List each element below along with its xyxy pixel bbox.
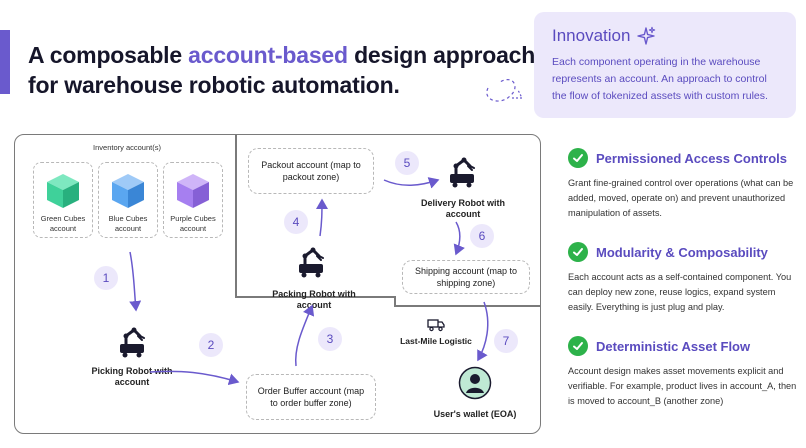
cube-card-blue: Blue Cubes account: [98, 162, 158, 238]
shipping-label: Shipping account (map to shipping zone): [414, 266, 518, 288]
check-icon: [568, 148, 588, 168]
cube-card-purple: Purple Cubes account: [163, 162, 223, 238]
innovation-card: Innovation Each component operating in t…: [534, 12, 796, 118]
check-icon: [568, 336, 588, 356]
innovation-body: Each component operating in the warehous…: [552, 56, 768, 102]
inventory-label: Inventory account(s): [93, 143, 161, 152]
wallet-label: User's wallet (EOA): [433, 409, 517, 419]
order-buffer-zone: Order Buffer account (map to order buffe…: [246, 374, 376, 420]
sparkle-icon: [637, 26, 656, 45]
diagram-divider-horizontal-right: [394, 305, 541, 307]
delivery-robot-icon: [450, 157, 475, 188]
cube-label-blue: Blue Cubes account: [108, 214, 148, 233]
step-3: 3: [318, 327, 342, 351]
innovation-heading-text: Innovation: [552, 26, 631, 45]
last-mile-label: Last-Mile Logistic: [400, 336, 472, 346]
feature-modularity: Modularity & Composability Each account …: [568, 242, 800, 315]
feature-body: Account design makes asset movements exp…: [568, 366, 797, 406]
title-suffix: design approach: [347, 42, 536, 68]
step-5: 5: [395, 151, 419, 175]
title-highlight: account-based: [188, 42, 348, 68]
feature-heading: Deterministic Asset Flow: [596, 338, 751, 354]
workflow-diagram: [14, 134, 541, 434]
title-accent-bar: [0, 30, 10, 94]
step-1: 1: [94, 266, 118, 290]
user-avatar-icon: [458, 366, 492, 400]
packing-robot-label: Packing Robot with account: [272, 289, 356, 310]
diagram-divider-horizontal-left: [235, 296, 395, 298]
step-7: 7: [494, 329, 518, 353]
check-icon: [568, 242, 588, 262]
feature-heading: Permissioned Access Controls: [596, 150, 787, 166]
step-4: 4: [284, 210, 308, 234]
feature-deterministic-flow: Deterministic Asset Flow Account design …: [568, 336, 800, 409]
step-6: 6: [470, 224, 494, 248]
packout-zone: Packout account (map to packout zone): [248, 148, 374, 194]
diagram-divider-vertical: [235, 134, 237, 297]
diagram-divider-vertical-2: [394, 296, 396, 306]
step-2: 2: [199, 333, 223, 357]
cube-label-green: Green Cubes account: [40, 214, 86, 233]
order-buffer-label: Order Buffer account (map to order buffe…: [257, 386, 365, 408]
feature-heading: Modularity & Composability: [596, 244, 768, 260]
page-title: A composable account-based design approa…: [28, 40, 535, 100]
cube-card-green: Green Cubes account: [33, 162, 93, 238]
blue-cube-icon: [112, 174, 144, 208]
shipping-zone: Shipping account (map to shipping zone): [402, 260, 530, 294]
feature-body: Grant fine-grained control over operatio…: [568, 178, 794, 218]
cube-label-purple: Purple Cubes account: [170, 214, 216, 233]
title-line2: for warehouse robotic automation.: [28, 72, 400, 98]
feature-permissioned-access: Permissioned Access Controls Grant fine-…: [568, 148, 800, 221]
packout-label: Packout account (map to packout zone): [261, 160, 361, 182]
feature-body: Each account acts as a self-contained co…: [568, 272, 792, 312]
innovation-heading: Innovation: [552, 26, 782, 46]
title-prefix: A composable: [28, 42, 189, 68]
packing-robot-icon: [299, 247, 324, 278]
delivery-truck-icon: [427, 319, 445, 332]
green-cube-icon: [47, 174, 79, 208]
purple-cube-icon: [177, 174, 209, 208]
picking-robot-icon: [120, 327, 145, 358]
delivery-robot-label: Delivery Robot with account: [420, 198, 505, 219]
picking-robot-label: Picking Robot with account: [91, 366, 173, 387]
